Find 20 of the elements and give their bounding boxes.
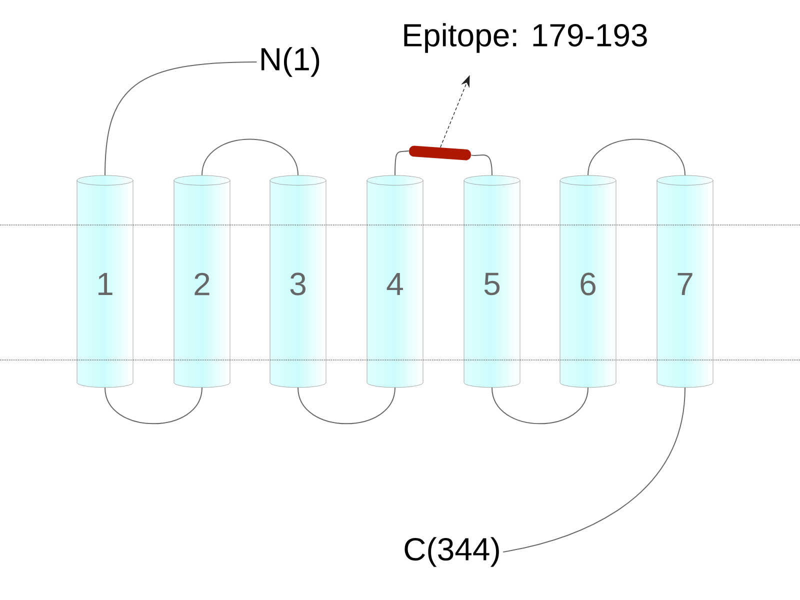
epitope-label: Epitope: 179-193 [404,23,647,53]
helix-cylinder: 2 [174,175,230,388]
loop-line [104,62,258,176]
loop-line [470,154,492,176]
loop-line [202,138,298,176]
helix-cylinder: 7 [656,175,714,388]
loop-line [298,387,396,424]
helix-cylinder: 4 [366,175,424,388]
loop-line [588,138,686,176]
helix-cylinder: 6 [560,175,616,388]
loop-line [492,387,588,424]
loop-line [104,387,202,424]
helix-cylinder: 5 [464,175,520,388]
terminus-label: N(1) [262,47,320,77]
helix-cylinder: 1 [76,175,134,388]
loop-line [502,387,686,552]
helix-cylinder: 3 [270,175,326,388]
loop-line [394,150,410,176]
terminus-label: C(344) [404,537,499,567]
epitope-segment [409,146,471,160]
